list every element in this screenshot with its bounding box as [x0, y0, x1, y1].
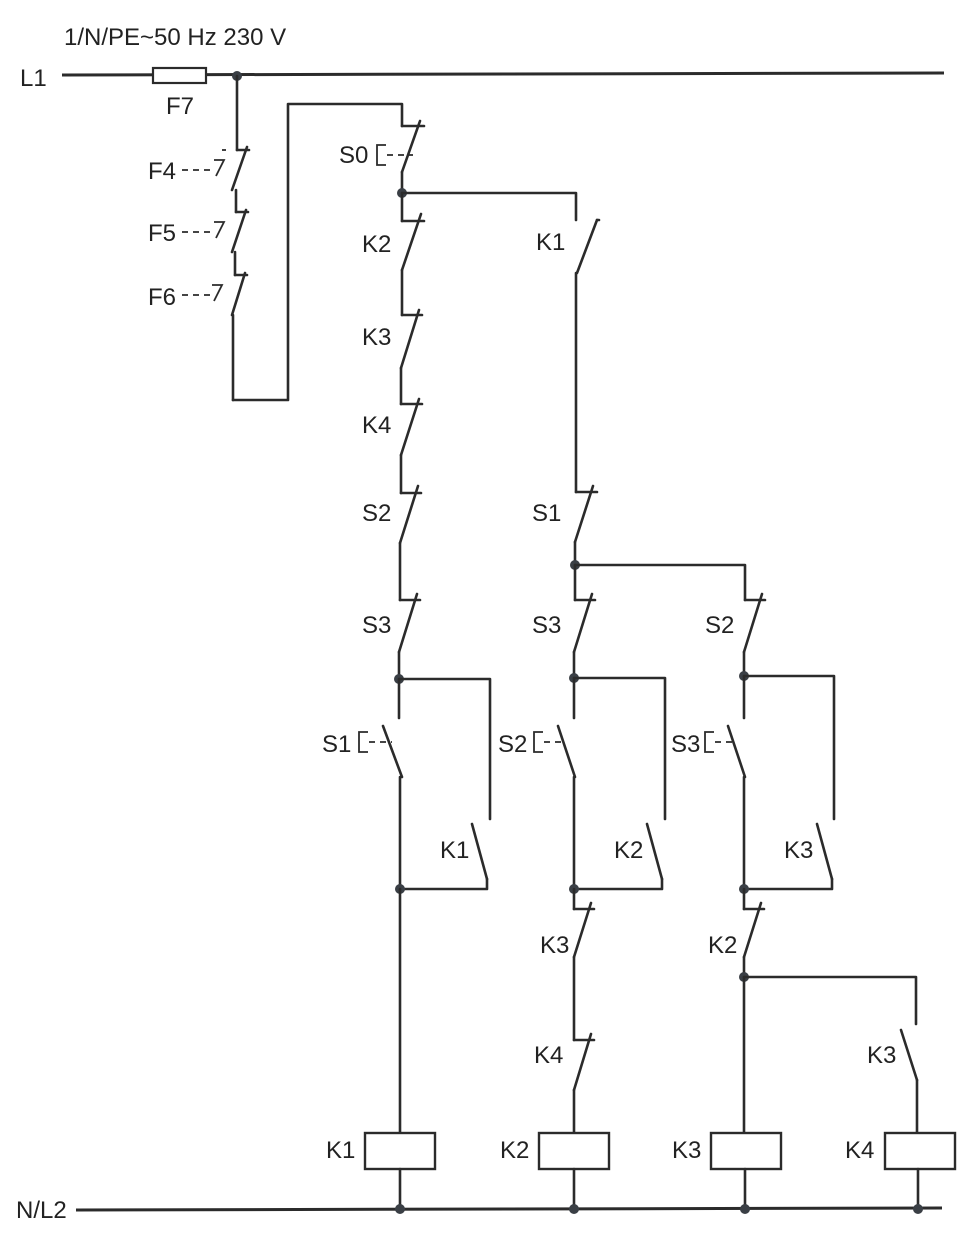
coil-k1: K1	[326, 1131, 437, 1211]
column-1-start: S1 K1	[322, 677, 492, 891]
rail-n-label: N/L2	[16, 1197, 67, 1224]
col2-k1-label: K1	[536, 229, 565, 256]
col2-k3-label: K3	[540, 932, 569, 959]
column-3-series: K2	[708, 887, 766, 979]
col3-s2-label: S2	[705, 612, 734, 639]
column-2-start: S2 K2	[498, 676, 667, 891]
supply-label: 1/N/PE~50 Hz 230 V	[64, 24, 286, 51]
coil-k3-label: K3	[672, 1137, 701, 1164]
rail-l1	[61, 71, 945, 77]
col1-s3-label: S3	[362, 612, 391, 639]
fuse-f7-label: F7	[166, 93, 194, 120]
overload-f6-label: F6	[148, 284, 176, 311]
stop-button-s0: S0	[339, 119, 426, 195]
col2-k4-label: K4	[534, 1042, 563, 1069]
col2-s3-label: S3	[532, 612, 561, 639]
junction-dot	[740, 1204, 750, 1214]
column-3: S2	[573, 563, 767, 678]
col3-k3-hold-label: K3	[784, 837, 813, 864]
col2-s1-label: S1	[532, 500, 561, 527]
coil-k2: K2	[500, 1131, 611, 1211]
col4-k3-label: K3	[867, 1042, 896, 1069]
rail-l1-label: L1	[20, 65, 47, 92]
junction-dot	[913, 1204, 923, 1214]
col1-k4-label: K4	[362, 412, 391, 439]
column-2-lower: S3	[532, 563, 597, 680]
col1-k3-label: K3	[362, 324, 391, 351]
col1-k1-hold-label: K1	[440, 837, 469, 864]
junction-dot	[395, 1204, 405, 1214]
coil-k1-label: K1	[326, 1137, 355, 1164]
column-3-start: S3 K3	[671, 674, 836, 891]
col1-s1-label: S1	[322, 731, 351, 758]
coil-k4-label: K4	[845, 1137, 874, 1164]
junction-dot	[569, 1204, 579, 1214]
column-2: K1 S1	[400, 191, 601, 567]
col2-s2-label: S2	[498, 731, 527, 758]
overload-f4-label: F4	[148, 158, 176, 185]
rail-n	[75, 1206, 943, 1212]
col3-s3-label: S3	[671, 731, 700, 758]
overload-f5-label: F5	[148, 220, 176, 247]
col1-k2-label: K2	[362, 231, 391, 258]
coil-k3: K3	[672, 1131, 783, 1211]
column-2-series: K3 K4	[534, 887, 596, 1135]
col3-k2-label: K2	[708, 932, 737, 959]
stop-s0-label: S0	[339, 142, 368, 169]
coil-k2-label: K2	[500, 1137, 529, 1164]
column-1-chain: K2 K3 K4 S2 S3	[362, 191, 426, 680]
col1-s2-label: S2	[362, 500, 391, 527]
fuse-f7: F7	[151, 66, 208, 120]
overload-chain: F4 F5 F6	[148, 74, 404, 402]
column-4: K3	[742, 975, 919, 1135]
col2-k2-hold-label: K2	[614, 837, 643, 864]
coil-k4: K4	[845, 1131, 957, 1211]
